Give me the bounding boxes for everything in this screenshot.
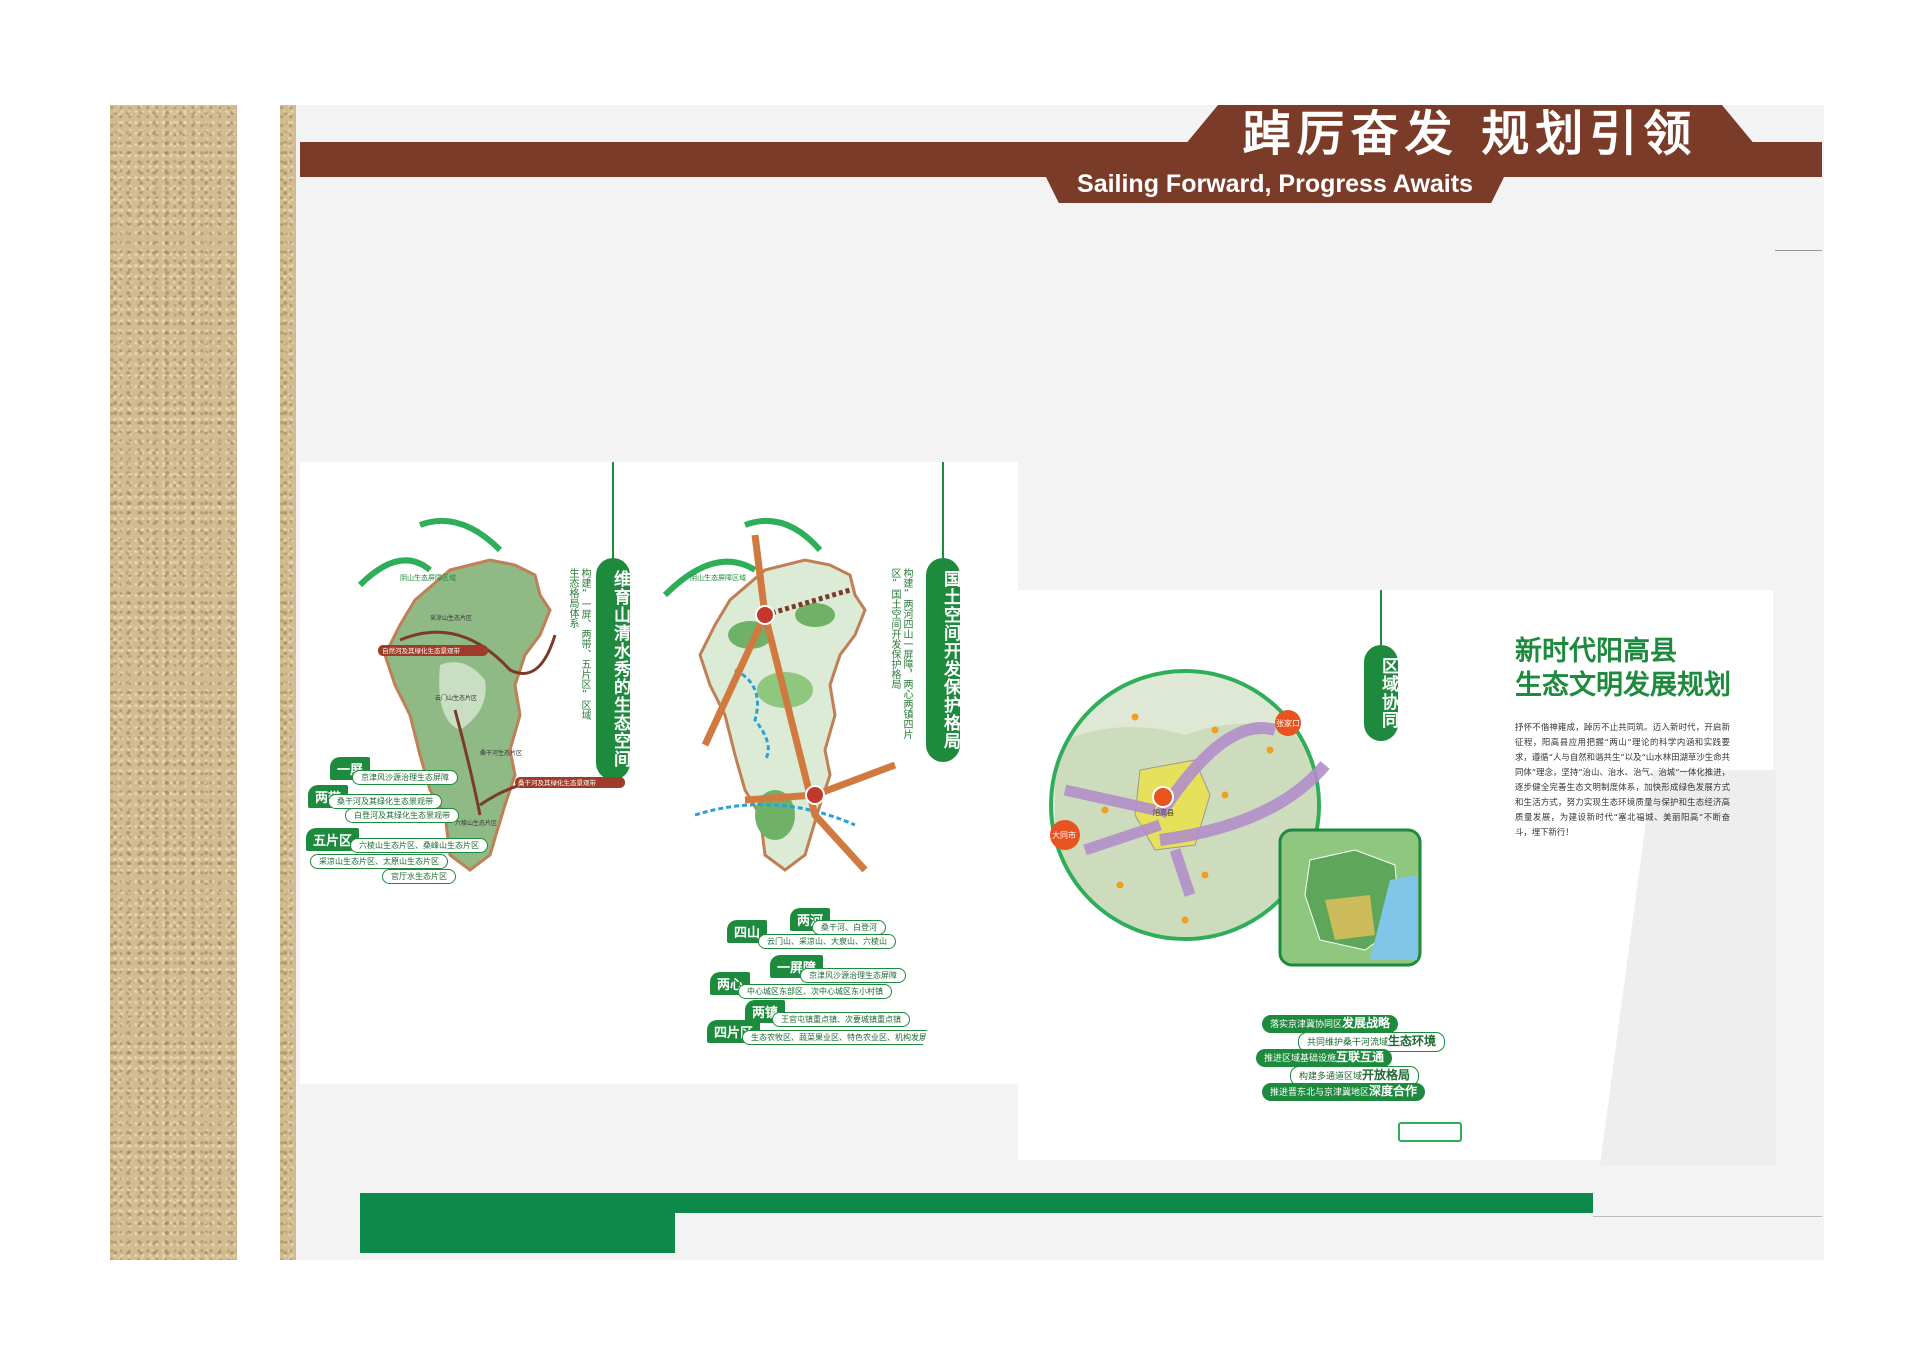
- regional-map: 张家口 大同市 阳高县: [1049, 669, 1422, 967]
- header-accent-line: [1775, 250, 1822, 251]
- panel2-title-line: [942, 462, 944, 562]
- subtitle-tab: [1040, 165, 1510, 203]
- panel2-caption: 构建“两河四山一屏障，两心两镇四片区”国土空间开发保护格局: [889, 568, 912, 739]
- legend-item: 京津风沙源治理生态屏障: [352, 770, 458, 785]
- coop-item: 落实京津冀协同区发展战略: [1262, 1015, 1399, 1033]
- ecology-river-corridor-2: [453, 709, 482, 816]
- ecology-map-label: 桑干河生态片区: [480, 749, 522, 757]
- regional-arrow: [1154, 722, 1277, 819]
- panel3-title: 区域协同: [1364, 645, 1398, 741]
- panel1-caption: 构建“一屏、两带、五片区”区域生态格局体系: [567, 568, 590, 720]
- spatial-axis-arrow-5: [744, 791, 816, 804]
- ecology-map-label: 桑干河及其绿化生态景观带: [518, 778, 597, 787]
- legend-item: 桑干河、白登河: [812, 920, 886, 935]
- legend-item: 生态农牧区、蔬菜果业区、特色农业区、机构发展区: [742, 1030, 944, 1045]
- ecology-map-label: 采凉山生态片区: [430, 614, 472, 622]
- legend-item: 六棱山生态片区、桑峰山生态片区: [350, 838, 488, 853]
- ecology-map-label: 六棱山生态片区: [455, 819, 497, 827]
- coop-item: 推进区域基础设施互联互通: [1256, 1049, 1393, 1067]
- ecology-band-tag-2: [515, 777, 625, 788]
- regional-city-node: [1275, 710, 1301, 736]
- spatial-river-2: [694, 803, 856, 827]
- spatial-axis-arrow-3: [761, 614, 868, 873]
- spatial-axis-arrow-6: [764, 587, 851, 618]
- coop-item: 构建多通道区域开放格局: [1290, 1066, 1420, 1086]
- ecology-windbreak-arrow-2: [418, 517, 503, 553]
- spatial-river: [734, 668, 770, 761]
- regional-map-label: 阳高县: [1153, 808, 1174, 817]
- spatial-windbreak-arrow-2: [743, 517, 823, 552]
- spatial-windbreak-arrow: [662, 558, 757, 598]
- regional-arrow-4: [1083, 819, 1162, 856]
- footer-line: [1593, 1216, 1822, 1217]
- panel3-title-line: [1380, 590, 1382, 650]
- regional-city-node: [1152, 786, 1174, 808]
- regional-map-label: 张家口: [1276, 718, 1300, 728]
- page-subtitle: Sailing Forward, Progress Awaits: [1077, 170, 1473, 198]
- legend-item: 中心城区东部区、次中心城区东小村镇: [738, 984, 892, 999]
- cork-panel-left: [110, 105, 237, 1260]
- spatial-zone: [755, 790, 795, 840]
- ecology-map-light-zone: [439, 662, 486, 730]
- intro-title-line2: 生态文明发展规划: [1515, 670, 1731, 701]
- legend-item: 云门山、采凉山、大泉山、六棱山: [758, 934, 896, 949]
- spatial-center-node: [805, 785, 825, 805]
- title-tab: [1170, 105, 1770, 163]
- coop-item: 推进晋东北与京津冀地区深度合作: [1262, 1083, 1426, 1101]
- panel1-title: 维育山清水秀的生态空间: [596, 558, 630, 780]
- page-title: 踔厉奋发 规划引领: [1242, 106, 1698, 162]
- spatial-zone: [795, 603, 835, 627]
- coop-item: 共同维护桑干河流域生态环境: [1298, 1032, 1446, 1052]
- regional-arrow-3: [1063, 784, 1157, 816]
- spatial-axis-arrow-4: [813, 761, 897, 799]
- regional-arrow-2: [1159, 761, 1330, 846]
- panel1-title-line: [612, 462, 614, 562]
- ecology-map-label: 自然河及其绿化生态景观带: [382, 646, 461, 655]
- intro-body: 抒怀不偕神雍成，踔厉不止共同筑。迈入新时代，开启新征程，阳高县应用把握“两山”理…: [1515, 722, 1730, 837]
- legend-item: 京津风沙源治理生态屏障: [800, 968, 906, 983]
- legend-label: 四山: [727, 920, 768, 943]
- spatial-center-node: [755, 605, 775, 625]
- ecology-river-corridor: [399, 630, 557, 675]
- ecology-windbreak-arrow: [357, 557, 432, 588]
- organization-logo-icon: [1398, 1122, 1462, 1142]
- legend-item: 官厅水生态片区: [382, 869, 456, 884]
- legend-item: 白登河及其绿化生态景观带: [345, 808, 459, 823]
- intro-title-line1: 新时代阳高县: [1515, 636, 1677, 667]
- ecology-map: 阴山生态屏障区域 自然河及其绿化生态景观带 桑干河及其绿化生态景观带 采凉山生态…: [357, 517, 625, 872]
- ecology-map-label: 阴山生态屏障区域: [400, 573, 456, 582]
- regional-city-node: [1050, 820, 1080, 850]
- footer-green-bar: [360, 1193, 1593, 1213]
- regional-map-label: 大同市: [1052, 830, 1076, 840]
- spatial-axis-arrow: [751, 534, 769, 616]
- legend-label: 五片区: [306, 828, 360, 851]
- ecology-map-label: 云门山生态片区: [435, 694, 477, 702]
- regional-arrow-5: [1169, 848, 1196, 897]
- legend-item: 采凉山生态片区、太原山生态片区: [310, 854, 448, 869]
- intro-title: 新时代阳高县 生态文明发展规划: [1515, 635, 1795, 703]
- spatial-map: 阴山生态屏障区域: [662, 517, 897, 873]
- legend-item: 桑干河及其绿化生态景观带: [328, 794, 442, 809]
- ecology-band-tag: [378, 645, 488, 656]
- spatial-axis-arrow-2: [701, 613, 769, 747]
- cork-panel-strip: [280, 105, 300, 1260]
- panel2-title: 国土空间开发保护格局: [926, 558, 960, 762]
- legend-item: 王官屯镇重点镇、次要城镇重点镇: [772, 1012, 910, 1027]
- spatial-map-label: 阴山生态屏障区域: [690, 573, 746, 582]
